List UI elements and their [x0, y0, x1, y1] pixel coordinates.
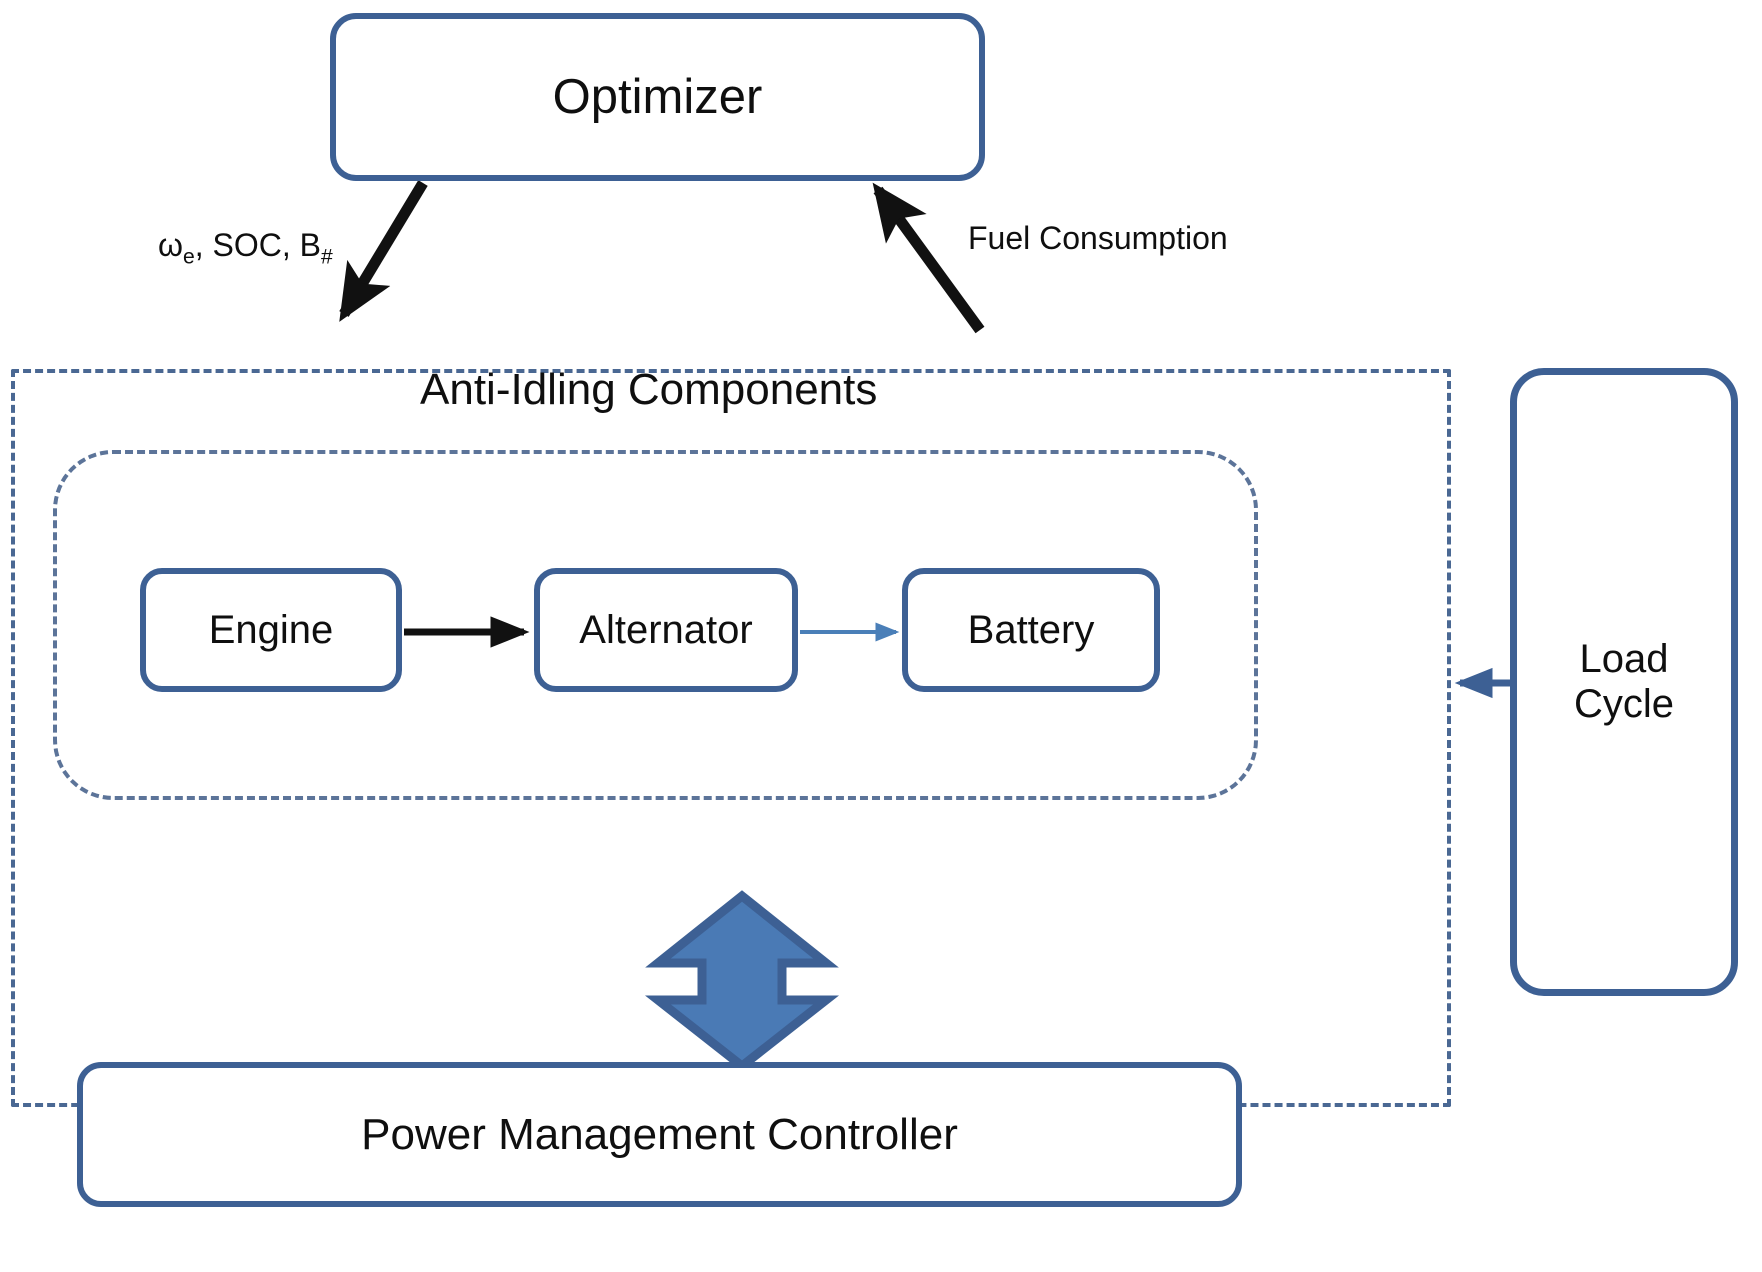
load-cycle-node[interactable]: Load Cycle	[1510, 368, 1738, 996]
signals-middle-text: , SOC, B	[194, 227, 321, 263]
power-management-controller-label: Power Management Controller	[361, 1109, 958, 1159]
load-cycle-label: Load Cycle	[1574, 637, 1674, 727]
battery-subscript: #	[320, 245, 333, 269]
arrow-optimizer-to-components	[339, 180, 428, 322]
anti-idling-components-title: Anti-Idling Components	[420, 365, 878, 414]
load-cycle-line-2: Cycle	[1573, 682, 1675, 726]
battery-label: Battery	[967, 607, 1095, 652]
power-management-controller-node[interactable]: Power Management Controller	[77, 1062, 1242, 1207]
signals-edge-label: ωe, SOC, B#	[158, 227, 333, 269]
alternator-node[interactable]: Alternator	[534, 568, 798, 692]
components-subregion	[53, 450, 1258, 800]
engine-node[interactable]: Engine	[140, 568, 402, 692]
engine-label: Engine	[208, 607, 334, 652]
alternator-label: Alternator	[579, 607, 753, 652]
fuel-consumption-edge-label: Fuel Consumption	[968, 220, 1228, 256]
load-cycle-line-1: Load	[1579, 637, 1669, 682]
omega-subscript: e	[182, 245, 195, 269]
optimizer-node[interactable]: Optimizer	[330, 13, 985, 181]
arrow-components-to-optimizer	[872, 182, 985, 334]
omega-symbol: ω	[158, 227, 183, 263]
battery-node[interactable]: Battery	[902, 568, 1160, 692]
optimizer-label: Optimizer	[552, 69, 763, 124]
